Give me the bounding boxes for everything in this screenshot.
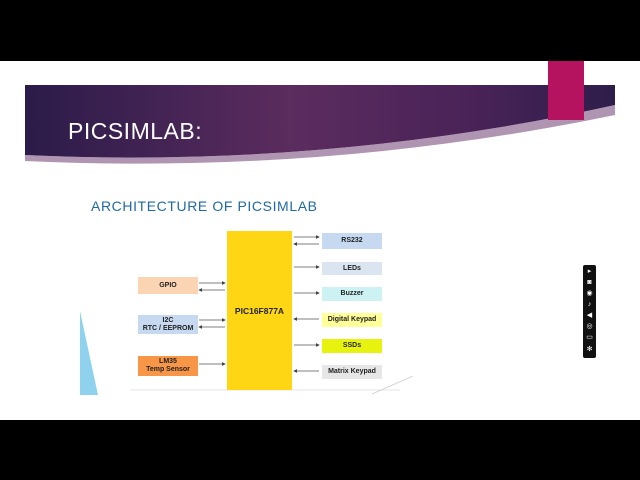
accent-bar xyxy=(548,61,584,120)
architecture-diagram xyxy=(130,235,414,395)
i2c-block: I2C RTC / EEPROM xyxy=(138,315,198,334)
record-icon[interactable]: ◉ xyxy=(586,290,593,297)
title-banner: PICSIMLAB: xyxy=(25,85,615,169)
mcu-block: PIC16F877A xyxy=(227,231,292,390)
i2c-label: I2C xyxy=(162,316,174,324)
presentation-slide: PICSIMLAB: ARCHITECTURE OF PICSIMLAB xyxy=(0,61,640,420)
banner-background xyxy=(25,85,615,169)
volume-icon[interactable]: ◀ xyxy=(586,312,593,319)
screen-recorder-toolbar: ▸ ◙ ◉ ♪ ◀ ◎ ▭ ✻ xyxy=(583,265,596,358)
gpio-block: GPIO xyxy=(138,277,198,294)
leds-block: LEDs xyxy=(322,262,382,275)
camera-icon[interactable]: ◙ xyxy=(587,279,592,286)
decorative-triangle xyxy=(80,311,98,395)
slide-subtitle: ARCHITECTURE OF PICSIMLAB xyxy=(91,198,318,214)
pointer-icon[interactable]: ▸ xyxy=(587,268,592,275)
letterbox-bottom xyxy=(0,420,640,480)
lm35-block: LM35 Temp Sensor xyxy=(138,356,198,376)
microphone-icon[interactable]: ♪ xyxy=(587,301,592,308)
gear-icon[interactable]: ✻ xyxy=(586,346,593,353)
temp-sensor-label: Temp Sensor xyxy=(146,366,190,373)
slide-title: PICSIMLAB: xyxy=(68,118,203,144)
letterbox-top xyxy=(0,0,640,61)
webcam-icon[interactable]: ◎ xyxy=(586,323,593,330)
buzzer-block: Buzzer xyxy=(322,287,382,301)
matrix-keypad-block: Matrix Keypad xyxy=(322,365,382,379)
rs232-block: RS232 xyxy=(322,233,382,249)
rtc-eeprom-label: RTC / EEPROM xyxy=(142,324,194,332)
ssds-block: SSDs xyxy=(322,339,382,353)
digital-keypad-block: Digital Keypad xyxy=(322,313,382,327)
window-icon[interactable]: ▭ xyxy=(586,334,593,341)
lm35-label: LM35 xyxy=(159,358,177,365)
